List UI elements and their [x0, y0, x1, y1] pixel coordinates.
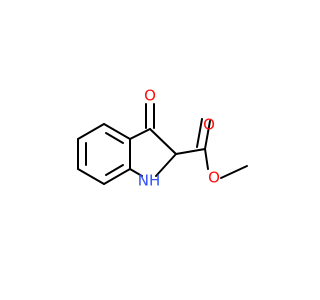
molecule-structure: O O O NH — [77, 87, 248, 190]
carbonyl-oxygen-label: O — [144, 87, 156, 105]
bond-c3-c2 — [149, 128, 177, 155]
aromatic-inner-bond-2 — [105, 164, 124, 176]
bond-c3a-c3 — [129, 128, 151, 140]
bond-benzene-3 — [103, 168, 131, 185]
bond-o-methyl — [220, 165, 248, 179]
ester-carbonyl-oxygen-label: O — [203, 116, 215, 134]
bond-benzene-1 — [103, 123, 131, 140]
bond-ester-c-o-b — [196, 118, 203, 148]
bond-benzene-4 — [77, 168, 105, 185]
bond-c2-n1 — [155, 153, 177, 177]
bond-n1-c7a — [129, 168, 143, 177]
ring-nitrogen-label: NH — [138, 172, 161, 190]
aromatic-inner-bond-1 — [105, 132, 124, 144]
bond-c2-ester-carbon — [175, 148, 206, 155]
bond-ester-c-o-a — [204, 120, 211, 150]
bond-ester-c-o-single — [204, 148, 209, 170]
ester-single-oxygen-label: O — [208, 169, 220, 187]
molecule-canvas: O O O NH — [77, 86, 248, 190]
bond-benzene-6 — [77, 123, 105, 140]
